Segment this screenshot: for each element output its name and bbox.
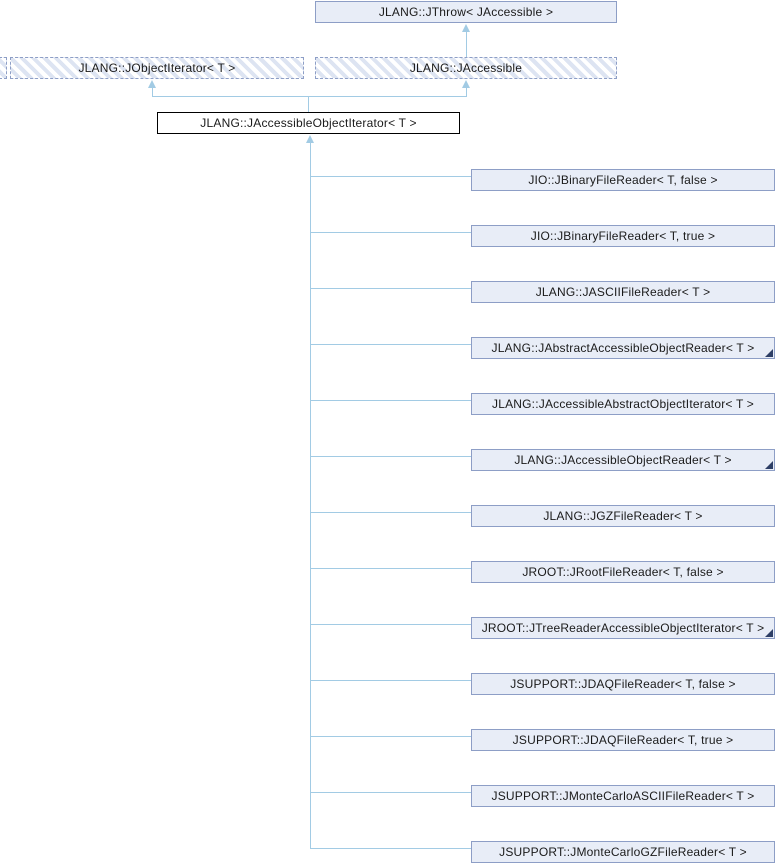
node-jbinaryfilereader-true[interactable]: JIO::JBinaryFileReader< T, true > <box>471 225 775 247</box>
edge-branch-13 <box>310 848 471 849</box>
node-jbinaryfilereader-false[interactable]: JIO::JBinaryFileReader< T, false > <box>471 169 775 191</box>
edge-derived-trunk <box>310 142 311 848</box>
edge-bases-horizontal <box>152 96 467 97</box>
edge-branch-10 <box>310 680 471 681</box>
arrowhead-to-jobjectiterator <box>148 80 156 88</box>
edge-branch-9 <box>310 624 471 625</box>
edge-branch-12 <box>310 792 471 793</box>
node-jaccessibleobjectreader[interactable]: JLANG::JAccessibleObjectReader< T > <box>471 449 775 471</box>
node-jaccessible[interactable]: JLANG::JAccessible <box>315 57 617 79</box>
node-jdaqfilereader-false[interactable]: JSUPPORT::JDAQFileReader< T, false > <box>471 673 775 695</box>
node-jabstractaccessibleobjectreader[interactable]: JLANG::JAbstractAccessibleObjectReader< … <box>471 337 775 359</box>
arrowhead-to-jthrow <box>462 24 470 32</box>
edge-current-up <box>308 96 309 112</box>
node-jtreereaderaccessibleobjectiterator[interactable]: JROOT::JTreeReaderAccessibleObjectIterat… <box>471 617 775 639</box>
edge-branch-4 <box>310 344 471 345</box>
node-jrootfilereader-false[interactable]: JROOT::JRootFileReader< T, false > <box>471 561 775 583</box>
edge-stub-right <box>466 87 467 96</box>
arrowhead-to-jaccessible <box>462 80 470 88</box>
arrowhead-to-current <box>306 135 314 143</box>
edge-branch-6 <box>310 456 471 457</box>
node-jmontecarlogzfilereader[interactable]: JSUPPORT::JMonteCarloGZFileReader< T > <box>471 841 775 863</box>
edge-branch-1 <box>310 176 471 177</box>
node-jobjectiterator[interactable]: JLANG::JObjectIterator< T > <box>10 57 304 79</box>
edge-stub-left <box>152 87 153 96</box>
has-children-corner-icon <box>765 349 773 357</box>
node-clipped-base <box>0 57 7 79</box>
node-jaccessibleabstractobjectiterator[interactable]: JLANG::JAccessibleAbstractObjectIterator… <box>471 393 775 415</box>
node-jmontecarloasciifilereader[interactable]: JSUPPORT::JMonteCarloASCIIFileReader< T … <box>471 785 775 807</box>
node-jgzfilereader[interactable]: JLANG::JGZFileReader< T > <box>471 505 775 527</box>
edge-branch-2 <box>310 232 471 233</box>
node-jthrow[interactable]: JLANG::JThrow< JAccessible > <box>315 1 617 23</box>
edge-branch-11 <box>310 736 471 737</box>
edge-branch-7 <box>310 512 471 513</box>
edge-jaccessible-jthrow <box>466 31 467 57</box>
has-children-corner-icon <box>765 629 773 637</box>
edge-branch-3 <box>310 288 471 289</box>
edge-branch-5 <box>310 400 471 401</box>
node-current-jaccessibleobjectiterator: JLANG::JAccessibleObjectIterator< T > <box>157 112 460 134</box>
node-jdaqfilereader-true[interactable]: JSUPPORT::JDAQFileReader< T, true > <box>471 729 775 751</box>
has-children-corner-icon <box>765 461 773 469</box>
node-jasciifilereader[interactable]: JLANG::JASCIIFileReader< T > <box>471 281 775 303</box>
edge-branch-8 <box>310 568 471 569</box>
